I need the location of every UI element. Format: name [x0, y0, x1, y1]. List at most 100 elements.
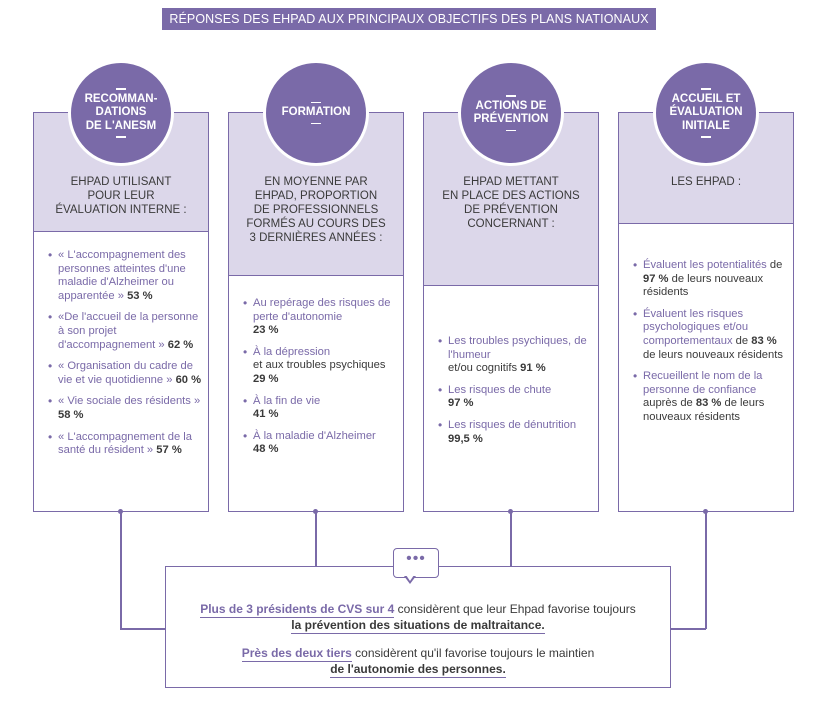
item-text: et/ou cognitifs	[448, 362, 518, 375]
item-text: et aux troubles psychiques	[253, 359, 386, 372]
item-label: « Vie sociale des résidents »	[58, 395, 201, 408]
item-tail: de leurs nouveaux résidents	[643, 272, 764, 299]
statement-1: Plus de 3 présidents de CVS sur 4 consid…	[166, 601, 670, 634]
column-prevention: EHPAD METTANT EN PLACE DES ACTIONS DE PR…	[423, 112, 599, 512]
speech-bubble-icon: •••	[393, 548, 439, 578]
item-value: 57 %	[156, 444, 182, 457]
list-item: Au repérage des risques de perte d'auton…	[243, 297, 395, 338]
item-value: 41 %	[253, 408, 279, 421]
header-line: DE PRÉVENTION	[464, 204, 558, 216]
item-value: 53 %	[127, 289, 153, 302]
dash-mark	[700, 136, 711, 138]
item-value: 83 %	[695, 397, 722, 410]
item-tail: de leurs nouveaux résidents	[643, 348, 783, 361]
statement-text: considèrent que leur Ehpad favorise touj…	[397, 602, 636, 616]
item-value: 58 %	[58, 408, 84, 421]
column-accueil: LES EHPAD : Évaluent les potentialités d…	[618, 112, 794, 512]
item-label: À la dépression	[253, 345, 331, 358]
item-value: 60 %	[175, 373, 202, 386]
header-line: ÉVALUATION INTERNE :	[55, 204, 187, 216]
item-value: 29 %	[253, 372, 279, 385]
circle-label: ÉVALUATION	[669, 106, 743, 119]
statement-2: Près des deux tiers considèrent qu'il fa…	[166, 645, 670, 678]
statement-emphasis: la prévention des situations de maltrait…	[291, 618, 545, 634]
item-text: auprès de	[643, 397, 693, 410]
item-label: « Organisation du cadre de vie et vie qu…	[58, 360, 193, 386]
speech-bubble-tail-inner	[406, 575, 414, 581]
item-value: 97 %	[643, 272, 669, 285]
item-label: À la fin de vie	[253, 394, 321, 407]
item-label: Les risques de dénutrition	[448, 418, 577, 431]
connector-line	[315, 512, 317, 567]
item-label: À la maladie d'Alzheimer	[253, 429, 376, 442]
item-value: 48 %	[253, 443, 279, 456]
list-item: Recueillent le nom de la personne de con…	[633, 370, 785, 424]
circle-label: PRÉVENTION	[473, 113, 549, 125]
list-item: « Organisation du cadre de vie et vie qu…	[48, 360, 204, 387]
dash-mark	[700, 88, 711, 90]
dash-mark	[311, 122, 321, 125]
connector-dot	[703, 509, 708, 514]
connector-line	[670, 628, 706, 630]
connector-line	[510, 512, 512, 567]
list-item: « L'accompagnement des personnes atteint…	[48, 249, 204, 303]
circle-formation: FORMATION	[263, 60, 369, 166]
header-line: EHPAD UTILISANT	[70, 176, 172, 188]
dash-mark	[115, 136, 126, 138]
connector-dot	[508, 509, 513, 514]
circle-label: ACCUEIL ET	[671, 92, 741, 105]
item-label: Évaluent les potentialités	[643, 259, 767, 271]
statement-emphasis: de l'autonomie des personnes.	[330, 662, 506, 678]
list-item: « L'accompagnement de la santé du réside…	[48, 431, 204, 458]
header-line: EN PLACE DES ACTIONS	[442, 190, 580, 202]
list-item: Évaluent les potentialités de 97 % de le…	[633, 259, 785, 300]
item-label: Au repérage des risques de perte d'auton…	[253, 297, 391, 323]
item-label: Recueillent le nom de la personne de con…	[643, 370, 763, 396]
header-line: EHPAD METTANT	[463, 176, 559, 188]
circle-label: DE L'ANESM	[85, 119, 157, 132]
statement-text: considèrent qu'il favorise toujours le m…	[355, 646, 595, 660]
list-item: Évaluent les risques psychologiques et/o…	[633, 308, 785, 362]
connector-dot	[118, 509, 123, 514]
list-item: « Vie sociale des résidents » 58 %	[48, 395, 204, 422]
item-list: Évaluent les potentialités de 97 % de le…	[633, 259, 785, 433]
circle-prevention: ACTIONS DE PRÉVENTION	[458, 60, 564, 166]
header-line: FORMÉS AU COURS DES	[246, 218, 386, 230]
circle-recommandations: RECOMMAN- DATIONS DE L'ANESM	[68, 60, 174, 166]
connector-line	[120, 628, 165, 630]
item-value: 83 %	[751, 334, 777, 347]
statement-highlight: Plus de 3 présidents de CVS sur 4	[200, 602, 395, 618]
list-item: Les troubles psychiques, de l'humeuret/o…	[438, 335, 590, 376]
column-formation: EN MOYENNE PAR EHPAD, PROPORTION DE PROF…	[228, 112, 404, 512]
header-line: LES EHPAD :	[670, 176, 742, 188]
cvs-statement-box: Plus de 3 présidents de CVS sur 4 consid…	[165, 566, 671, 688]
circle-label: INITIALE	[682, 119, 730, 132]
item-value: 97 %	[448, 397, 474, 410]
item-value: 62 %	[167, 338, 194, 351]
dash-mark	[311, 101, 321, 104]
item-label: Évaluent les risques psychologiques et/o…	[643, 307, 749, 347]
connector-dot	[313, 509, 318, 514]
title-banner: RÉPONSES DES EHPAD AUX PRINCIPAUX OBJECT…	[162, 8, 656, 30]
header-line: DE PROFESSIONNELS	[253, 204, 379, 216]
dash-mark	[505, 95, 516, 97]
item-text: de	[735, 334, 749, 347]
circle-accueil: ACCUEIL ET ÉVALUATION INITIALE	[653, 60, 759, 166]
header-line: EHPAD, PROPORTION	[254, 190, 378, 202]
item-tail: de leurs nouveaux résidents	[643, 397, 765, 423]
list-item: «De l'accueil de la personne à son proje…	[48, 311, 204, 352]
connector-line	[705, 512, 707, 629]
item-label: Les troubles psychiques, de l'humeur	[448, 335, 587, 361]
item-value: 91 %	[520, 362, 546, 375]
circle-label: RECOMMAN-	[84, 92, 158, 105]
item-label: Les risques de chute	[448, 383, 552, 396]
header-line: 3 DERNIÈRES ANNÉES :	[249, 232, 383, 244]
item-label: «De l'accueil de la personne à son proje…	[58, 311, 199, 351]
item-label: « L'accompagnement de la santé du réside…	[58, 430, 192, 457]
connector-line	[120, 512, 122, 629]
dash-mark	[115, 88, 126, 90]
